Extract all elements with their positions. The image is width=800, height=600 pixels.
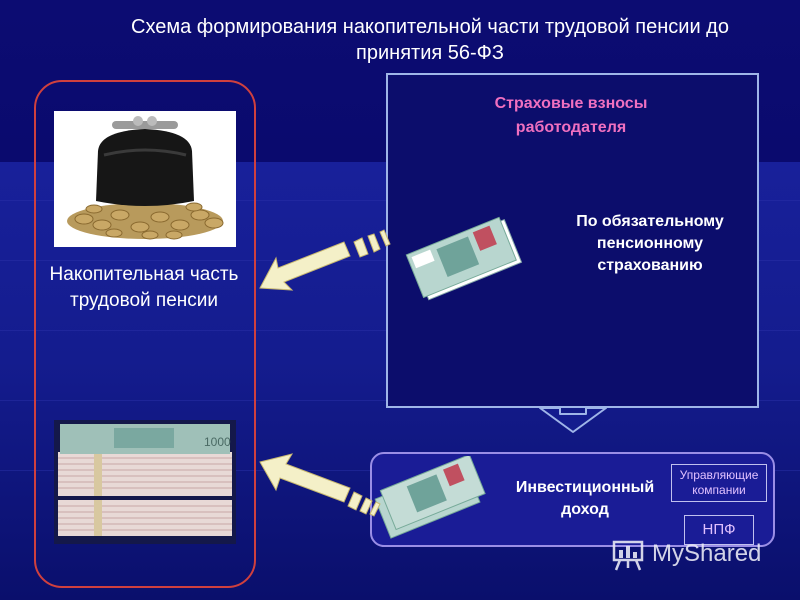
presentation-icon [612, 540, 644, 571]
banknote-stacks-image: 1000 [54, 420, 236, 544]
mandatory-insurance-text: По обязательному пенсионному страхованию [576, 213, 724, 274]
watermark: MyShared [610, 536, 761, 572]
down-arrow-icon [539, 407, 607, 433]
accumulative-part-panel [34, 80, 256, 588]
slide-title-line1: Схема формирования накопительной части т… [131, 16, 729, 38]
management-companies-box: Управляющие компании [671, 464, 767, 502]
accumulative-part-label: Накопительная часть трудовой пенсии [49, 264, 239, 311]
watermark-text: MyShared [652, 540, 762, 567]
banknotes-icon [374, 456, 486, 539]
slide-title-line2: принятия 56-ФЗ [356, 42, 504, 64]
arrow-to-accumulative-upper-icon [259, 229, 391, 291]
svg-text:1000: 1000 [204, 435, 231, 449]
npf-box: НПФ [684, 515, 754, 545]
slide-title: Схема формирования накопительной части т… [90, 14, 770, 66]
purse-with-coins-image [54, 111, 236, 247]
investment-income-label: Инвестиционный доход [515, 479, 655, 518]
banknote-icon [405, 216, 523, 301]
employer-contributions-title: Страховые взносы работодателя [494, 95, 648, 136]
arrow-to-accumulative-lower-icon [259, 453, 381, 517]
